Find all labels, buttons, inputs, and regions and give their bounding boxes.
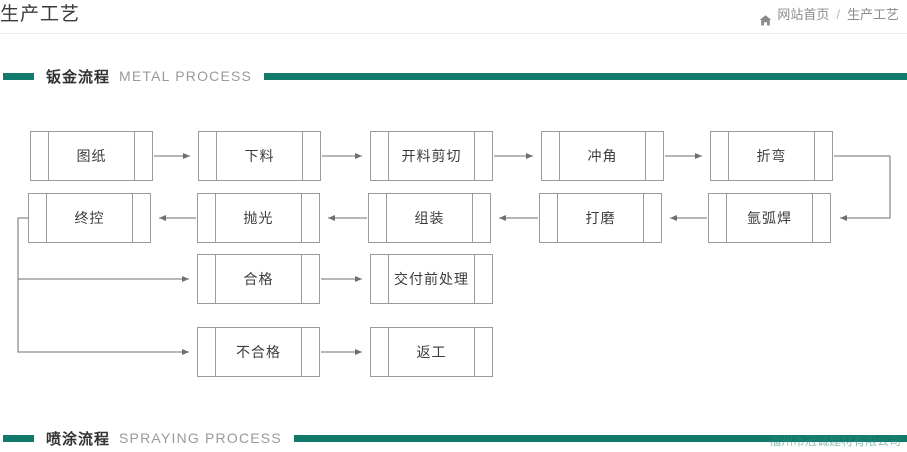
flow-node-label: 抛光 bbox=[243, 210, 274, 226]
flow-node-label: 终控 bbox=[74, 210, 105, 226]
section-title-en-2: SPRAYING PROCESS bbox=[119, 430, 282, 446]
flow-node-fangong: 返工 bbox=[370, 327, 493, 377]
watermark: 福州市冠诚建材有限公司 bbox=[768, 434, 901, 448]
header-divider bbox=[0, 33, 907, 34]
breadcrumb-home-link[interactable]: 网站首页 bbox=[777, 7, 830, 22]
breadcrumb: 网站首页 / 生产工艺 bbox=[759, 2, 899, 28]
flow-node-label: 图纸 bbox=[76, 148, 107, 164]
flow-node-label: 折弯 bbox=[756, 148, 787, 164]
accent-bar-left bbox=[3, 72, 34, 80]
flow-node-chongjiao: 冲角 bbox=[541, 131, 664, 181]
breadcrumb-current: 生产工艺 bbox=[846, 7, 899, 22]
breadcrumb-separator: / bbox=[836, 7, 840, 22]
flow-node-paoguang: 抛光 bbox=[197, 193, 320, 243]
flow-node-label: 返工 bbox=[416, 344, 447, 360]
section-title-cn-2: 喷涂流程 bbox=[46, 430, 111, 448]
flow-node-zuzhuang: 组装 bbox=[368, 193, 491, 243]
section-header-metal: 钣金流程 METAL PROCESS bbox=[0, 65, 907, 87]
flow-node-damo: 打磨 bbox=[539, 193, 662, 243]
accent-bar-right bbox=[264, 72, 907, 80]
flow-node-label: 开料剪切 bbox=[401, 148, 462, 164]
section-title-en: METAL PROCESS bbox=[119, 68, 253, 84]
flow-node-buhege: 不合格 bbox=[197, 327, 320, 377]
flow-node-label: 下料 bbox=[244, 148, 275, 164]
flow-node-kailiao: 开料剪切 bbox=[370, 131, 493, 181]
flow-node-label: 打磨 bbox=[585, 210, 616, 226]
flow-node-jiaofu: 交付前处理 bbox=[370, 254, 493, 304]
flow-node-zhongkong: 终控 bbox=[28, 193, 151, 243]
accent-bar-left-2 bbox=[3, 434, 34, 442]
flow-node-label: 合格 bbox=[243, 271, 274, 287]
home-icon bbox=[759, 10, 772, 26]
accent-bar-right-2 bbox=[293, 434, 907, 442]
flow-node-hege: 合格 bbox=[197, 254, 320, 304]
page-title: 生产工艺 bbox=[0, 4, 81, 25]
flow-node-label: 氩弧焊 bbox=[747, 210, 792, 226]
flow-node-label: 组装 bbox=[414, 210, 445, 226]
flow-node-zhewan: 折弯 bbox=[710, 131, 833, 181]
flow-node-xialiao: 下料 bbox=[198, 131, 321, 181]
section-header-spraying: 喷涂流程 SPRAYING PROCESS bbox=[0, 427, 907, 449]
flow-node-yahuhan: 氩弧焊 bbox=[708, 193, 831, 243]
flow-node-label: 冲角 bbox=[587, 148, 618, 164]
flow-node-tuzhi: 图纸 bbox=[30, 131, 153, 181]
flow-node-label: 不合格 bbox=[236, 344, 281, 360]
section-title-cn: 钣金流程 bbox=[46, 68, 111, 86]
flow-node-label: 交付前处理 bbox=[394, 271, 469, 287]
